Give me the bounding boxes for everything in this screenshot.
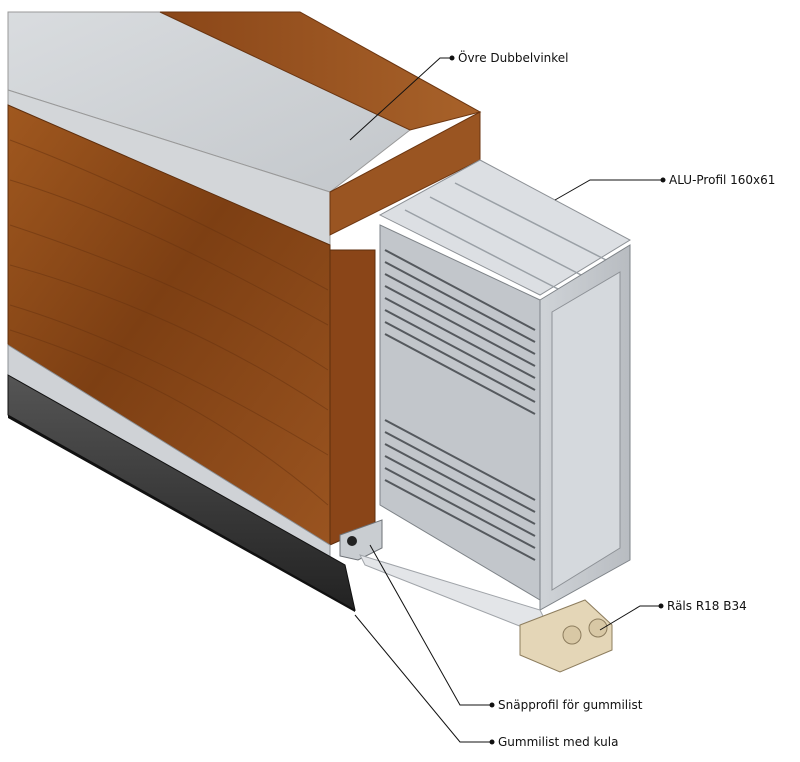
wood-front-edge: [329, 249, 376, 546]
label-snap-profile: Snäpprofil för gummilist: [498, 698, 643, 712]
label-rubber-strip: Gummilist med kula: [498, 735, 619, 749]
label-alu-profile: ALU-Profil 160x61: [669, 173, 776, 187]
leader-lines: [349, 57, 663, 743]
label-rail: Räls R18 B34: [667, 599, 747, 613]
leader-dots: [449, 55, 666, 745]
rail-profile: [519, 599, 613, 673]
upper-angle-top-face: [7, 11, 411, 193]
alu-profile-top: [378, 159, 632, 296]
alu-profile-rails: [404, 182, 611, 291]
alu-profile-box-inner: [551, 271, 621, 591]
label-upper-double-angle: Övre Dubbelvinkel: [458, 51, 569, 65]
rubber-ball: [347, 536, 357, 546]
snap-profile-shape: [339, 519, 383, 561]
wood-grain: [9, 139, 329, 506]
rubber-strip-lower: [8, 415, 355, 612]
alu-profile-ribs: [384, 249, 536, 561]
